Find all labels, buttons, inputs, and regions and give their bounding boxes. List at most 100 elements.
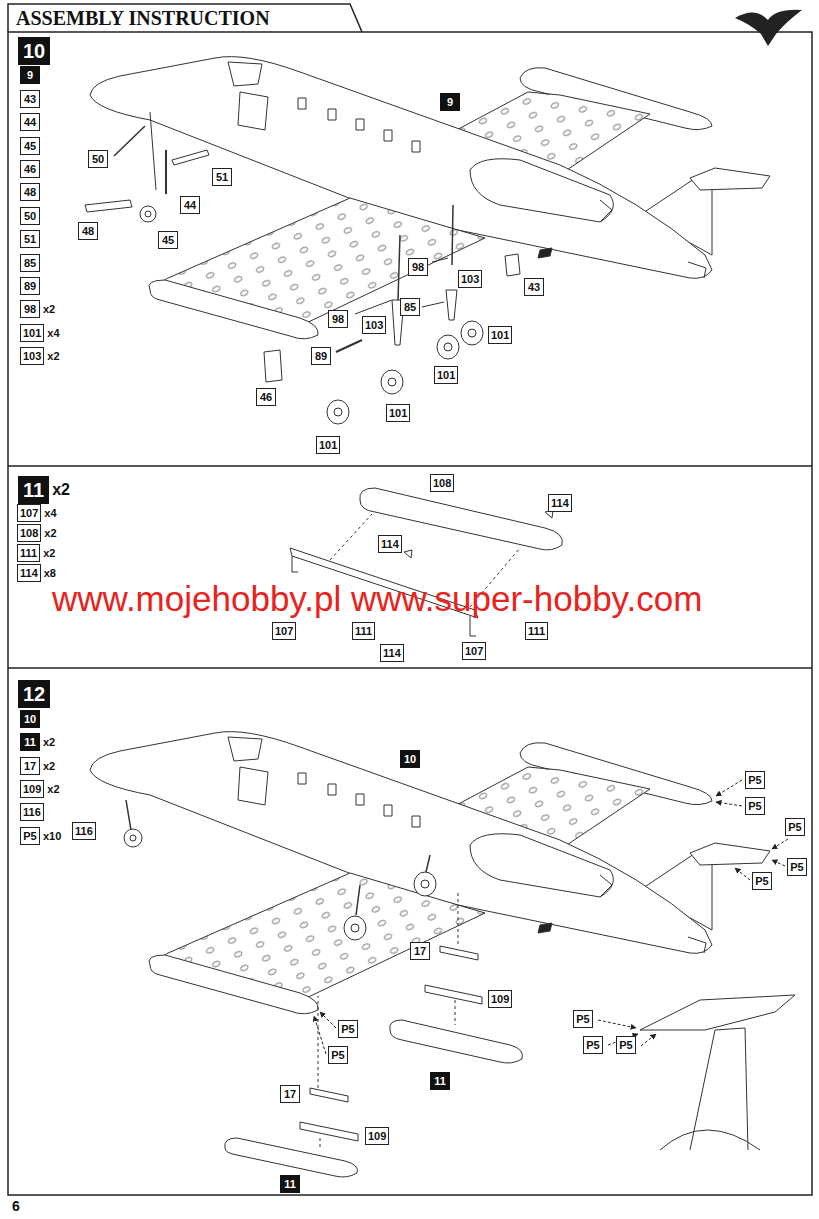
part-number: 45 bbox=[23, 139, 37, 153]
part-number: 45 bbox=[161, 233, 175, 247]
gear-door-strip bbox=[172, 150, 209, 165]
part-callout: 101 bbox=[316, 436, 340, 454]
part-callout: 89 bbox=[20, 277, 40, 295]
part-number: P5 bbox=[586, 1038, 600, 1052]
subassembly-ref: 10 bbox=[20, 710, 40, 728]
hub bbox=[421, 880, 429, 888]
part-callout: 98 bbox=[328, 310, 348, 328]
part-number: 116 bbox=[75, 824, 93, 838]
part-callout: 50 bbox=[20, 207, 40, 225]
arrow bbox=[735, 868, 750, 880]
hub bbox=[334, 408, 342, 416]
part-callout: 107 bbox=[17, 504, 41, 522]
part-number: 89 bbox=[314, 349, 328, 363]
pylon bbox=[300, 1122, 358, 1141]
part-number: 9 bbox=[443, 95, 457, 109]
part-number: 51 bbox=[23, 232, 37, 246]
part-number: P5 bbox=[576, 1012, 590, 1026]
pylon bbox=[425, 985, 482, 1004]
part-number: 109 bbox=[491, 992, 509, 1006]
part-callout: 46 bbox=[20, 160, 40, 178]
part-callout: 109 bbox=[20, 780, 44, 798]
part-number: 114 bbox=[20, 566, 38, 580]
arrow bbox=[772, 860, 785, 866]
part-callout: 85 bbox=[400, 298, 420, 316]
subassembly-ref: 10 bbox=[400, 750, 420, 768]
part-number: 85 bbox=[403, 300, 417, 314]
gear-rod bbox=[336, 340, 362, 352]
part-number: P5 bbox=[341, 1022, 355, 1036]
quantity-label: x2 bbox=[52, 481, 70, 499]
main-wheel bbox=[381, 370, 403, 394]
part-callout: 17 bbox=[20, 757, 40, 775]
part-number: 11 bbox=[23, 479, 44, 501]
install-line bbox=[320, 1138, 321, 1150]
hub bbox=[351, 924, 359, 932]
drop-tank bbox=[225, 1138, 358, 1177]
main-gear-leg bbox=[398, 235, 400, 300]
part-number: 116 bbox=[23, 805, 41, 819]
part-callout: 48 bbox=[20, 183, 40, 201]
part-number: 11 bbox=[433, 1074, 447, 1088]
gear-rod bbox=[165, 150, 167, 194]
part-callout: P5 bbox=[338, 1020, 358, 1038]
quantity-label: x4 bbox=[47, 326, 59, 340]
part-number: 114 bbox=[381, 537, 399, 551]
part-callout: 46 bbox=[256, 388, 276, 406]
part-callout: 98 bbox=[20, 300, 40, 318]
part-number: 10 bbox=[23, 40, 45, 62]
nose-wheel bbox=[140, 206, 156, 222]
part-callout: 98 bbox=[408, 258, 428, 276]
part-callout: 51 bbox=[20, 230, 40, 248]
quantity-label: x8 bbox=[44, 566, 56, 580]
pylon-plate bbox=[440, 946, 478, 960]
main-wheel bbox=[327, 400, 349, 424]
part-number: 107 bbox=[465, 644, 483, 658]
part-number: 101 bbox=[319, 438, 337, 452]
part-callout: 114 bbox=[380, 644, 404, 662]
part-callout: P5 bbox=[785, 818, 805, 836]
step-ten-parts bbox=[85, 112, 520, 424]
part-number: 107 bbox=[20, 506, 38, 520]
part-number: 114 bbox=[551, 496, 569, 510]
part-callout: 107 bbox=[272, 622, 296, 640]
part-number: 101 bbox=[437, 368, 455, 382]
leader-line bbox=[432, 258, 448, 262]
part-callout: 107 bbox=[462, 642, 486, 660]
nose-wheel bbox=[124, 829, 142, 847]
part-callout: 50 bbox=[88, 150, 108, 168]
part-number: 109 bbox=[368, 1129, 386, 1143]
part-number: P5 bbox=[788, 820, 802, 834]
aircraft-step-ten bbox=[90, 57, 770, 339]
part-number: 51 bbox=[215, 170, 229, 184]
oleo bbox=[446, 290, 457, 320]
inset-fuselage bbox=[660, 1130, 760, 1150]
part-callout: 116 bbox=[20, 803, 44, 821]
part-callout: 44 bbox=[20, 113, 40, 131]
panel-divider bbox=[8, 667, 812, 669]
quantity-label: x2 bbox=[43, 302, 55, 316]
nose-gear-leg bbox=[126, 800, 131, 830]
arrow bbox=[314, 1016, 326, 1054]
part-callout: 17 bbox=[280, 1085, 300, 1103]
part-callout: 103 bbox=[458, 270, 482, 288]
part-callout: P5 bbox=[573, 1010, 593, 1028]
logo-bird bbox=[735, 10, 802, 46]
part-number: P5 bbox=[748, 773, 762, 787]
step-twelve-parts bbox=[124, 800, 795, 1177]
hub bbox=[468, 329, 476, 337]
part-number: 107 bbox=[275, 624, 293, 638]
part-callout: 101 bbox=[20, 324, 44, 342]
quantity-label: x2 bbox=[47, 782, 59, 796]
gear-door bbox=[264, 350, 282, 382]
gear-link bbox=[114, 126, 145, 156]
part-number: 98 bbox=[23, 302, 37, 316]
part-callout: 101 bbox=[488, 326, 512, 344]
part-callout: 45 bbox=[158, 231, 178, 249]
part-callout: 89 bbox=[311, 347, 331, 365]
quantity-label: x2 bbox=[44, 526, 56, 540]
part-callout: 116 bbox=[72, 822, 96, 840]
install-line bbox=[455, 1000, 456, 1025]
part-callout: P5 bbox=[745, 797, 765, 815]
part-callout: 103 bbox=[362, 316, 386, 334]
